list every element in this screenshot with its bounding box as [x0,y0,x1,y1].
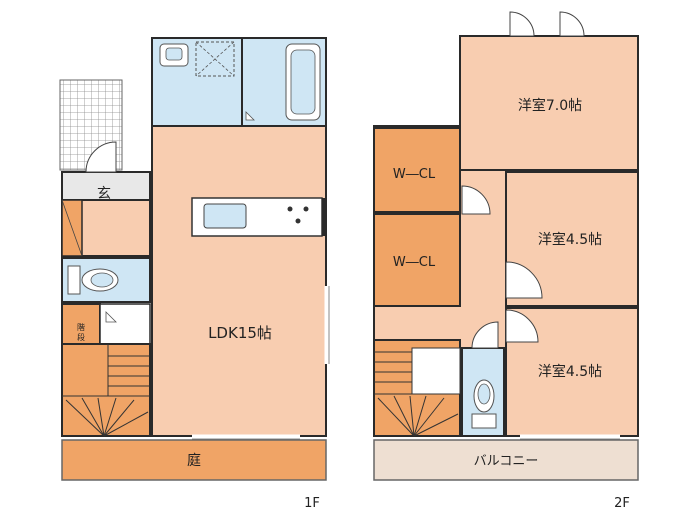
western-room-45-upper-label: 洋室4.5帖 [538,231,602,248]
door-icon [471,321,499,349]
door-icon [509,11,535,37]
balcony-label: バルコニー [474,454,539,469]
floor-1-label: 1F [304,496,320,511]
walk-in-closet-upper-label: W―CL [393,167,436,182]
balcony [373,439,639,481]
floor-2-label: 2F [614,496,630,511]
kitchen-sink-icon [203,203,247,229]
ldk-label: LDK15帖 [208,324,272,342]
door-icon [505,309,539,343]
entrance [61,171,151,201]
door-icon [461,185,491,215]
walk-in-closet-upper [373,127,461,213]
stove-burner-icon [287,206,293,212]
staircase-1f [61,343,151,437]
garden [61,439,327,481]
washer-space-icon [195,41,235,77]
stair-steps-icon [374,351,460,437]
svg-text:階: 階 [77,322,85,332]
front-door-icon [85,141,117,173]
svg-text:段: 段 [77,332,85,342]
garden-label: 庭 [187,452,201,469]
stair-steps-icon [62,344,150,437]
western-room-7 [459,35,639,171]
floor-2: 洋室7.0帖 W―CL W―CL 洋室4.5帖 洋室4.5帖 [373,11,639,511]
entrance-label: 玄 [97,185,111,202]
western-room-45-lower-label: 洋室4.5帖 [538,363,602,380]
walk-in-closet-lower [373,213,461,307]
floor-1: 玄 階 段 下 収 納 [59,37,330,511]
walk-in-closet-lower-label: W―CL [393,255,436,270]
door-icon [505,261,543,299]
sink-basin-icon [165,47,183,61]
western-room-7-label: 洋室7.0帖 [518,97,582,114]
door-icon [559,11,585,37]
ldk-room [151,125,327,437]
